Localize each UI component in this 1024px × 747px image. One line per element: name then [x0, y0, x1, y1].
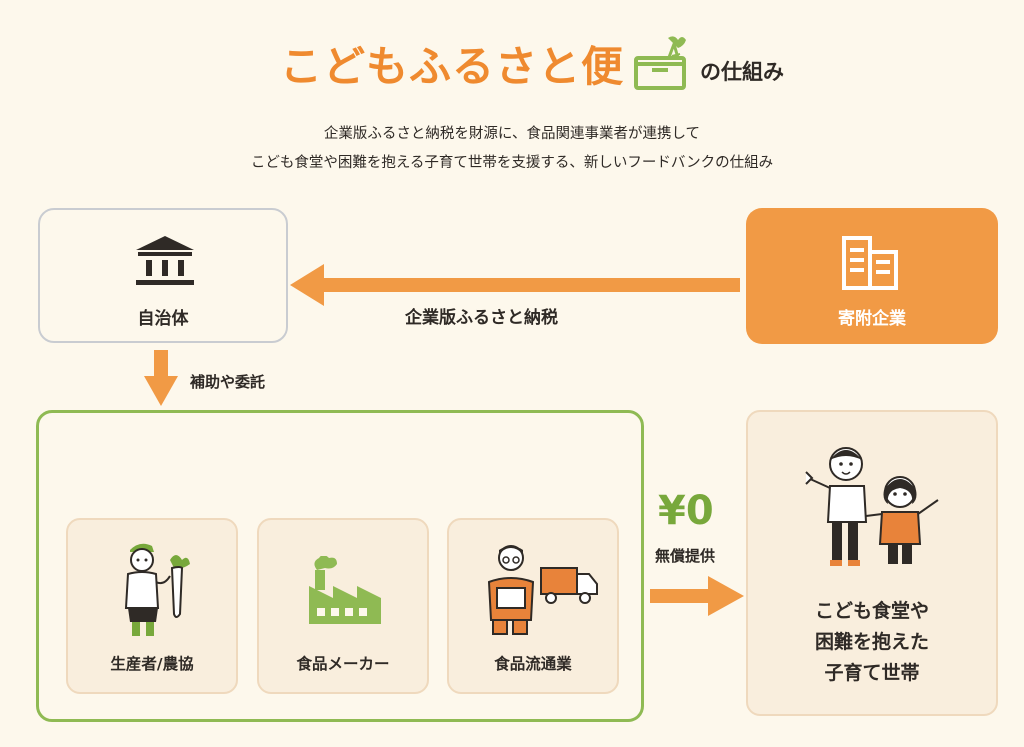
- producer-label: 生産者/農協: [110, 655, 194, 673]
- producer-card: 生産者/農協: [66, 518, 238, 694]
- tax-flow-arrow: [290, 264, 740, 306]
- basket-vegetable-icon: [634, 36, 687, 90]
- distributor-card: 食品流通業: [447, 518, 619, 694]
- manufacturer-label: 食品メーカー: [296, 655, 390, 673]
- subtitle-line-2: こども食堂や困難を抱える子育て世帯を支援する、新しいフードバンクの仕組み: [250, 155, 774, 171]
- manufacturer-card: 食品メーカー: [257, 518, 429, 694]
- distributor-label: 食品流通業: [494, 655, 572, 673]
- subsidy-flow-label: 補助や委託: [190, 373, 266, 391]
- government-building-icon: [136, 236, 194, 285]
- free-provision-label: 無償提供: [655, 547, 716, 565]
- title-suffix: の仕組み: [700, 60, 785, 84]
- company-label: 寄附企業: [838, 309, 906, 329]
- government-label: 自治体: [137, 309, 189, 329]
- title-main: こどもふるさと便: [280, 42, 625, 91]
- recipient-label-line-1: こども食堂や: [814, 600, 929, 622]
- government-node: 自治体: [38, 208, 288, 343]
- recipient-node: こども食堂や 困難を抱えた 子育て世帯: [746, 410, 998, 716]
- subtitle-line-1: 企業版ふるさと納税を財源に、食品関連事業者が連携して: [323, 126, 701, 142]
- recipient-label-line-3: 子育て世帯: [824, 662, 920, 684]
- delivery-worker-icon: [487, 545, 598, 635]
- tax-flow-label: 企業版ふるさと納税: [405, 308, 558, 328]
- price-label: ¥0: [658, 488, 714, 534]
- company-node: 寄附企業: [746, 208, 998, 344]
- free-provision-arrow: [650, 576, 744, 616]
- farmer-icon: [124, 543, 190, 636]
- recipient-label-line-2: 困難を抱えた: [814, 631, 929, 653]
- subsidy-flow-arrow: [144, 350, 178, 406]
- factory-icon: [309, 556, 381, 624]
- office-building-icon: [842, 236, 898, 290]
- children-icon: [805, 447, 939, 566]
- recipient-label: こども食堂や 困難を抱えた 子育て世帯: [748, 596, 996, 689]
- page-title: こどもふるさと便 の仕組み: [280, 32, 784, 92]
- subtitle: 企業版ふるさと納税を財源に、食品関連事業者が連携して こども食堂や困難を抱える子…: [0, 120, 1024, 178]
